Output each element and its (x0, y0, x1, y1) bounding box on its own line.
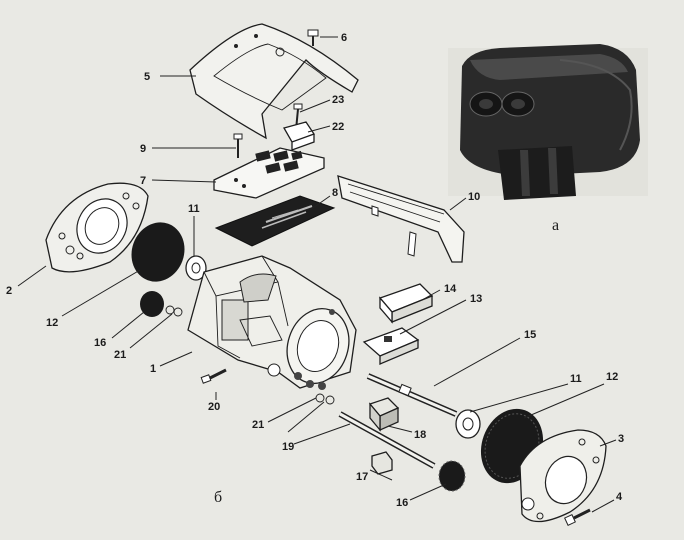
part-shaft-lower (338, 411, 436, 469)
callout-10: 10 (468, 191, 480, 203)
part-rear-flange (519, 429, 607, 523)
callout-1: 1 (150, 363, 156, 375)
callout-8: 8 (332, 187, 338, 199)
callout-15: 15 (524, 329, 536, 341)
part-rotor-left (140, 291, 164, 317)
callout-22: 22 (332, 121, 344, 133)
part-front-flange (45, 182, 149, 273)
callout-7: 7 (140, 175, 146, 187)
callout-9: 9 (140, 143, 146, 155)
drawing-label: б (214, 489, 222, 506)
callout-14: 14 (444, 283, 457, 295)
callout-4: 4 (616, 491, 623, 503)
part-disk-left (185, 255, 207, 281)
part-circuit-board (213, 147, 325, 199)
part-shaft-upper (366, 373, 458, 417)
callout-18: 18 (414, 429, 426, 441)
part-connector-bar (337, 175, 465, 263)
part-diaphragm-left (131, 222, 185, 282)
part-block-22 (283, 121, 315, 151)
callout-11-right: 11 (570, 373, 582, 385)
callout-labels: 6 5 23 22 9 7 8 10 11 2 12 16 21 1 14 13… (6, 32, 624, 509)
callout-21-bottom: 21 (252, 419, 264, 431)
callout-11-upper: 11 (188, 203, 200, 215)
callout-12-right: 12 (606, 371, 618, 383)
callout-23: 23 (332, 94, 344, 106)
part-cover (189, 23, 359, 140)
callout-5: 5 (144, 71, 150, 83)
callout-16-right: 16 (396, 497, 408, 509)
callout-13: 13 (470, 293, 482, 305)
part-cube-17 (371, 451, 393, 475)
part-screw-4 (564, 508, 591, 526)
part-screw-6 (307, 29, 319, 46)
photo-label: а (552, 217, 559, 234)
callout-21-left: 21 (114, 349, 126, 361)
callout-19: 19 (282, 441, 294, 453)
part-block-18 (368, 397, 400, 432)
callout-3: 3 (618, 433, 624, 445)
part-rotor-right (438, 460, 466, 492)
part-gasket-plate (214, 195, 336, 247)
part-disk-right (455, 409, 481, 439)
callout-17: 17 (356, 471, 368, 483)
leader-lines (17, 36, 617, 513)
part-orings-bottom (315, 393, 335, 405)
callout-12-left: 12 (46, 317, 58, 329)
part-block-14 (378, 283, 434, 324)
part-orings-left (165, 305, 183, 317)
callout-6: 6 (341, 32, 347, 44)
callout-2: 2 (6, 285, 12, 297)
assembled-unit-photo (448, 44, 648, 200)
callout-20: 20 (208, 401, 220, 413)
part-main-housing (187, 255, 357, 390)
part-bolt-20 (200, 368, 227, 384)
part-screw-9 (233, 133, 243, 158)
part-block-13 (362, 327, 420, 365)
callout-16-left: 16 (94, 337, 106, 349)
